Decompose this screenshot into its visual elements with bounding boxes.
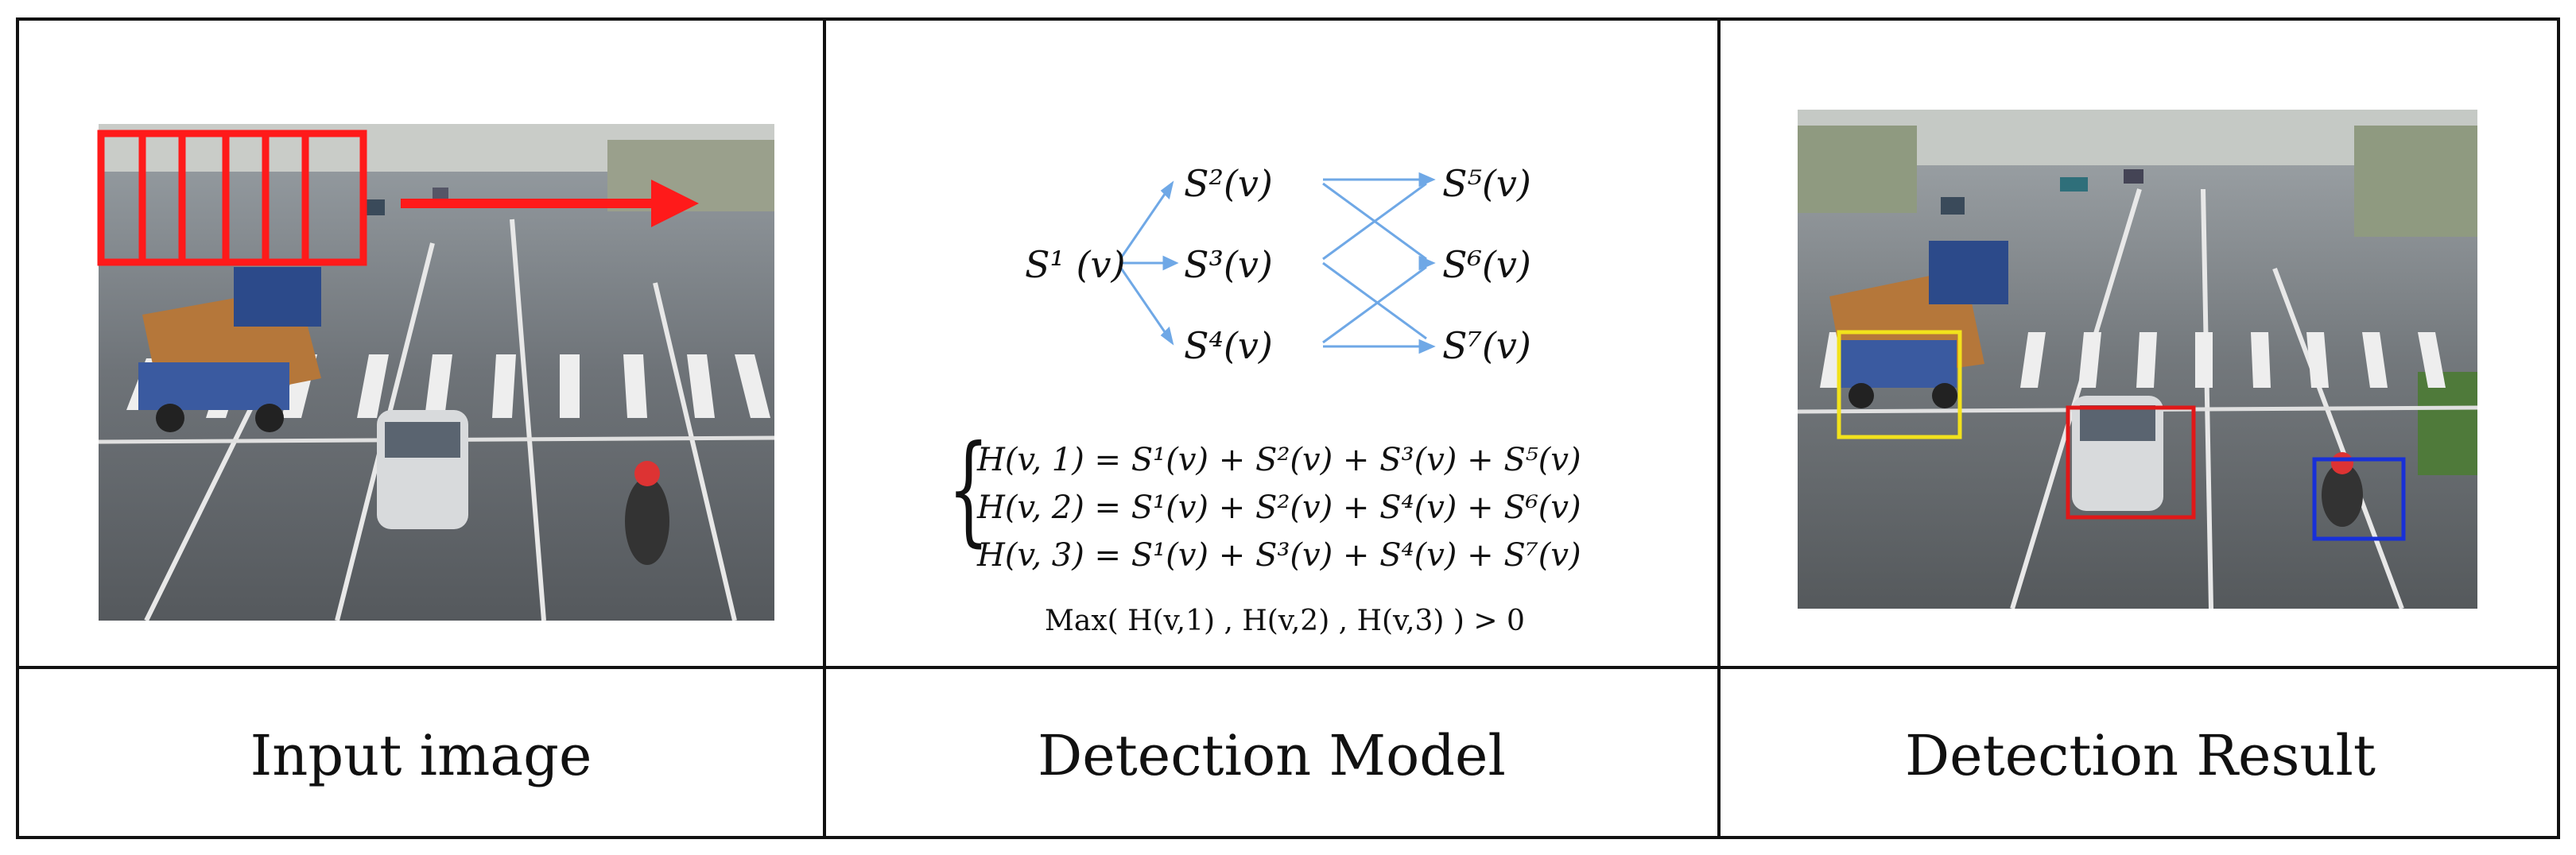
result-traffic-image xyxy=(1798,110,2477,609)
max-condition: Max( H(v,1) , H(v,2) , H(v,3) ) > 0 xyxy=(1045,605,1525,637)
equation-2: H(v, 2) = S¹(v) + S²(v) + S⁴(v) + S⁶(v) xyxy=(977,489,1581,526)
column-divider-1 xyxy=(823,21,826,836)
node-s1: S¹ (v) xyxy=(1025,243,1126,286)
detection-box-red xyxy=(2066,405,2196,520)
caption-detection-model: Detection Model xyxy=(1038,723,1506,788)
equation-1: H(v, 1) = S¹(v) + S²(v) + S³(v) + S⁵(v) xyxy=(977,442,1581,478)
equation-brace: { xyxy=(948,420,990,559)
node-s6: S⁶(v) xyxy=(1442,243,1531,286)
node-s7: S⁷(v) xyxy=(1442,324,1531,367)
equation-3: H(v, 3) = S¹(v) + S³(v) + S⁴(v) + S⁷(v) xyxy=(977,537,1581,574)
caption-detection-result: Detection Result xyxy=(1905,723,2376,788)
detection-box-yellow xyxy=(1837,330,1962,439)
figure-table: Input image Detection Model Detection Re… xyxy=(16,17,2560,839)
node-s5: S⁵(v) xyxy=(1442,162,1531,205)
sliding-window-overlay xyxy=(97,130,699,266)
detection-model-panel: S¹ (v) S²(v) S³(v) S⁴(v) S⁵(v) S⁶(v) S⁷(… xyxy=(822,21,1724,669)
node-s3: S³(v) xyxy=(1184,243,1273,286)
row-divider xyxy=(19,666,2557,669)
caption-input-image: Input image xyxy=(250,723,592,788)
node-s2: S²(v) xyxy=(1184,162,1273,205)
column-divider-2 xyxy=(1717,21,1721,836)
node-s4: S⁴(v) xyxy=(1184,324,1273,367)
graph-edges xyxy=(1119,172,1436,354)
detection-box-blue xyxy=(2312,457,2406,541)
